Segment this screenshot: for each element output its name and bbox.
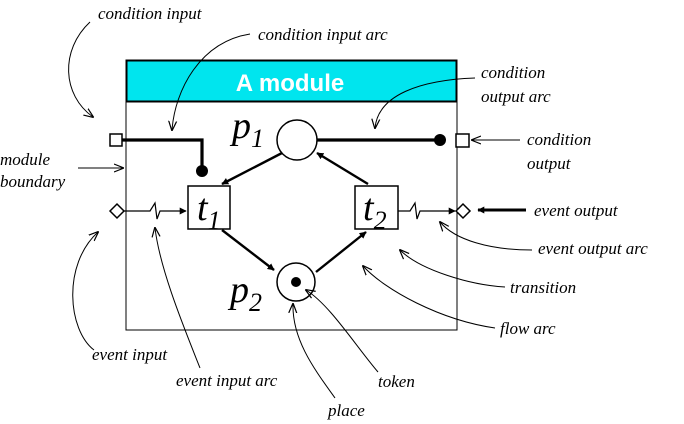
label-event-input: event input — [92, 345, 168, 364]
flow-arc-p1-t1 — [221, 151, 283, 186]
place-p2-label: p2 — [227, 269, 262, 317]
condition-output-port — [455, 133, 470, 148]
label-event-input-arc: event input arc — [176, 371, 278, 390]
module-header — [126, 60, 457, 102]
label-condition-input-arc: condition input arc — [258, 25, 388, 44]
place-p1-label: p1 — [229, 105, 264, 153]
module-title: A module — [236, 70, 344, 97]
event-output-arc — [398, 201, 456, 220]
event-output-port — [454, 202, 472, 220]
condition-input-port — [109, 133, 123, 147]
token — [291, 277, 301, 287]
transition-t1 — [187, 185, 231, 230]
flow-arc-p2-t2 — [315, 231, 367, 273]
module-boundary — [125, 59, 458, 331]
label-event-output-arc: event output arc — [538, 239, 648, 258]
label-token: token — [378, 372, 415, 391]
transition-t2 — [354, 185, 399, 230]
flow-arc-t1-p2 — [221, 229, 275, 271]
transition-t1-label: t1 — [197, 187, 221, 235]
condition-input-arc — [122, 138, 204, 168]
label-event-output: event output — [534, 201, 619, 220]
event-input-arc — [124, 201, 187, 220]
condition-output-arc-dot — [434, 134, 446, 146]
flow-arc-t2-p1 — [316, 151, 369, 186]
event-input-port — [108, 202, 126, 220]
condition-input-arc-dot — [196, 165, 208, 177]
label-place: place — [327, 401, 365, 420]
label-condition-input: condition input — [98, 4, 203, 23]
transition-t2-label: t2 — [363, 187, 387, 235]
place-p1 — [276, 119, 318, 161]
label-flow-arc: flow arc — [500, 319, 556, 338]
label-transition: transition — [510, 278, 576, 297]
